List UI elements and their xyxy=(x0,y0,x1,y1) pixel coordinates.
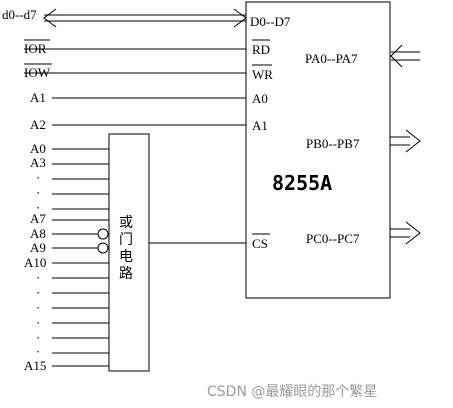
or-input-a0: A0 xyxy=(30,141,46,156)
ellipsis-dot: · xyxy=(36,344,40,359)
chip-8255a-body xyxy=(245,1,391,299)
pc-output-arrow xyxy=(390,221,421,245)
ellipsis-dot: · xyxy=(36,315,40,330)
ellipsis-dot: · xyxy=(36,200,40,215)
ellipsis-dot: · xyxy=(36,330,40,345)
cpu-label-data: d0--d7 xyxy=(2,7,37,22)
pb-output-arrow xyxy=(390,129,421,153)
or-gate-char-3: 电 xyxy=(119,249,133,265)
ellipsis-dot: · xyxy=(36,300,40,315)
cpu-label-ior: IOR xyxy=(24,41,47,56)
or-input-a7: A7 xyxy=(30,211,46,226)
or-gate-char-2: 门 xyxy=(119,232,133,248)
a9-inverter-bubble xyxy=(97,242,109,254)
watermark: CSDN @最耀眼的那个繁星 xyxy=(207,384,377,400)
pin-rd: RD xyxy=(252,42,270,57)
pa-input-arrow xyxy=(390,44,420,68)
pin-wr: WR xyxy=(252,67,273,82)
pin-a1: A1 xyxy=(252,118,268,133)
or-input-a3: A3 xyxy=(30,155,46,170)
port-pb: PB0--PB7 xyxy=(306,136,360,151)
cpu-label-a1: A1 xyxy=(30,90,46,105)
ellipsis-dot: · xyxy=(36,185,40,200)
cpu-label-a2: A2 xyxy=(30,117,46,132)
or-gate-char-1: 或 xyxy=(119,215,133,231)
port-pc: PC0--PC7 xyxy=(306,231,360,246)
data-bus-arrow xyxy=(43,8,247,28)
or-gate-char-4: 路 xyxy=(119,266,133,282)
pin-d0-d7: D0--D7 xyxy=(250,14,291,29)
or-input-a10: A10 xyxy=(24,255,46,270)
a8-inverter-bubble xyxy=(97,228,109,240)
or-gate-box xyxy=(108,133,150,372)
port-pa: PA0--PA7 xyxy=(305,51,358,66)
or-input-a9: A9 xyxy=(30,240,46,255)
pin-cs: CS xyxy=(252,236,268,251)
chip-name: 8255A xyxy=(272,171,332,195)
ellipsis-dot: · xyxy=(36,270,40,285)
ellipsis-dot: · xyxy=(36,170,40,185)
cpu-label-iow: IOW xyxy=(24,65,51,80)
or-input-a8: A8 xyxy=(30,226,46,241)
or-gate-input-lines xyxy=(52,148,109,367)
ellipsis-dot: · xyxy=(36,285,40,300)
or-input-a15: A15 xyxy=(24,358,46,373)
pin-a0: A0 xyxy=(252,91,268,106)
